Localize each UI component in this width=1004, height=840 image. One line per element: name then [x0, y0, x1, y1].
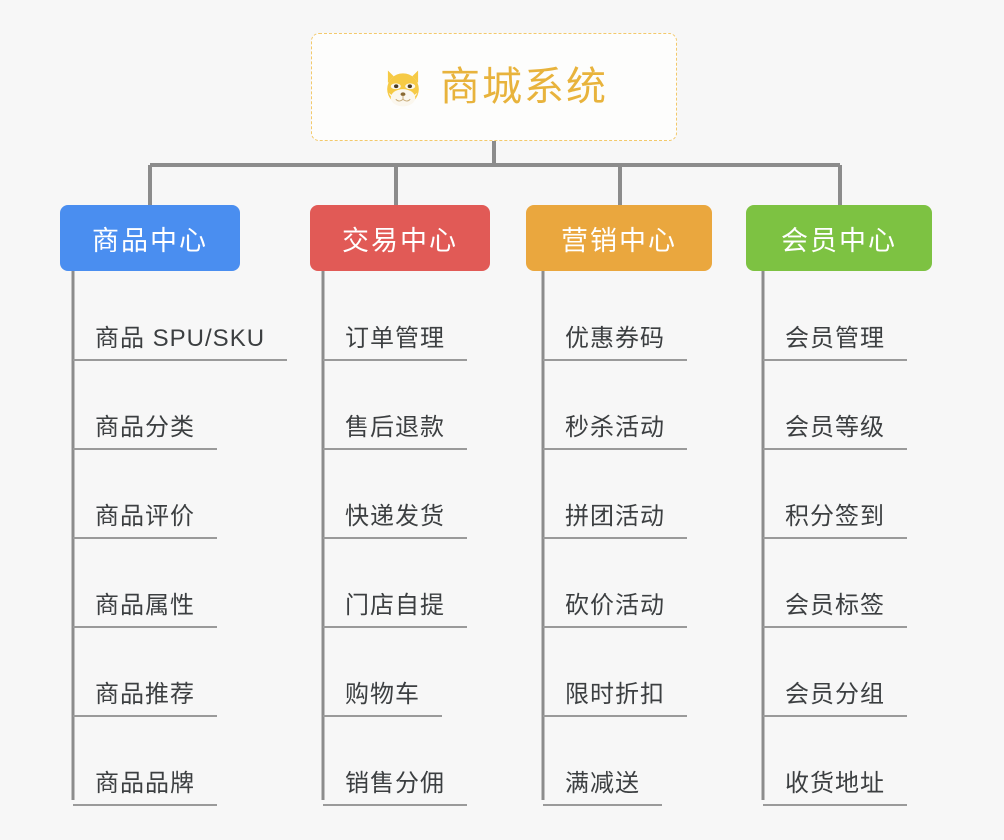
- leaf-item[interactable]: 商品分类: [73, 394, 217, 450]
- leaf-item[interactable]: 收货地址: [763, 750, 907, 806]
- leaf-item-label: 会员等级: [785, 414, 885, 441]
- leaf-item[interactable]: 会员等级: [763, 394, 907, 450]
- leaf-item-label: 限时折扣: [565, 681, 665, 708]
- leaf-item[interactable]: 限时折扣: [543, 661, 687, 717]
- root-title: 商城系统: [440, 65, 608, 109]
- leaf-item-label: 售后退款: [345, 414, 445, 441]
- leaf-item-label: 优惠券码: [565, 325, 665, 352]
- leaf-item-label: 订单管理: [345, 325, 445, 352]
- leaf-item-label: 商品分类: [95, 414, 195, 441]
- leaf-item-label: 秒杀活动: [565, 414, 665, 441]
- leaf-item-label: 门店自提: [345, 592, 445, 619]
- category-header-3[interactable]: 营销中心: [526, 205, 712, 271]
- leaf-item-label: 满减送: [565, 770, 640, 797]
- leaf-item-label: 收货地址: [785, 770, 885, 797]
- leaf-item-label: 拼团活动: [565, 503, 665, 530]
- leaf-item[interactable]: 优惠券码: [543, 305, 687, 361]
- leaf-item[interactable]: 秒杀活动: [543, 394, 687, 450]
- leaf-item[interactable]: 订单管理: [323, 305, 467, 361]
- category-header-label: 交易中心: [342, 225, 458, 256]
- leaf-item[interactable]: 会员标签: [763, 572, 907, 628]
- leaf-item-label: 会员分组: [785, 681, 885, 708]
- leaf-item-label: 积分签到: [785, 503, 885, 530]
- leaf-item-label: 商品评价: [95, 503, 195, 530]
- leaf-item-label: 商品品牌: [95, 770, 195, 797]
- leaf-item-label: 购物车: [345, 681, 420, 708]
- leaf-item[interactable]: 门店自提: [323, 572, 467, 628]
- root-node[interactable]: 商城系统: [311, 33, 677, 141]
- leaf-item[interactable]: 会员分组: [763, 661, 907, 717]
- leaf-item[interactable]: 商品属性: [73, 572, 217, 628]
- category-header-label: 会员中心: [781, 225, 897, 256]
- leaf-item-label: 会员管理: [785, 325, 885, 352]
- category-header-4[interactable]: 会员中心: [746, 205, 932, 271]
- category-header-2[interactable]: 交易中心: [310, 205, 490, 271]
- leaf-item-label: 销售分佣: [345, 770, 445, 797]
- leaf-item-label: 商品 SPU/SKU: [95, 325, 266, 352]
- category-header-label: 商品中心: [92, 225, 208, 256]
- leaf-item-label: 砍价活动: [565, 592, 665, 619]
- leaf-item[interactable]: 快递发货: [323, 483, 467, 539]
- leaf-item[interactable]: 砍价活动: [543, 572, 687, 628]
- leaf-item-label: 商品属性: [95, 592, 195, 619]
- shiba-dog-emoji: [380, 64, 426, 110]
- leaf-item[interactable]: 购物车: [323, 661, 442, 717]
- leaf-item[interactable]: 商品 SPU/SKU: [73, 305, 288, 361]
- leaf-item[interactable]: 商品品牌: [73, 750, 217, 806]
- leaf-item[interactable]: 满减送: [543, 750, 662, 806]
- leaf-item[interactable]: 售后退款: [323, 394, 467, 450]
- leaf-item[interactable]: 拼团活动: [543, 483, 687, 539]
- leaf-item-label: 快递发货: [345, 503, 445, 530]
- category-header-label: 营销中心: [561, 225, 677, 256]
- leaf-item-label: 商品推荐: [95, 681, 195, 708]
- leaf-item[interactable]: 会员管理: [763, 305, 907, 361]
- leaf-item[interactable]: 销售分佣: [323, 750, 467, 806]
- category-header-1[interactable]: 商品中心: [60, 205, 240, 271]
- leaf-item[interactable]: 商品推荐: [73, 661, 217, 717]
- leaf-item-label: 会员标签: [785, 592, 885, 619]
- leaf-item[interactable]: 商品评价: [73, 483, 217, 539]
- leaf-item[interactable]: 积分签到: [763, 483, 907, 539]
